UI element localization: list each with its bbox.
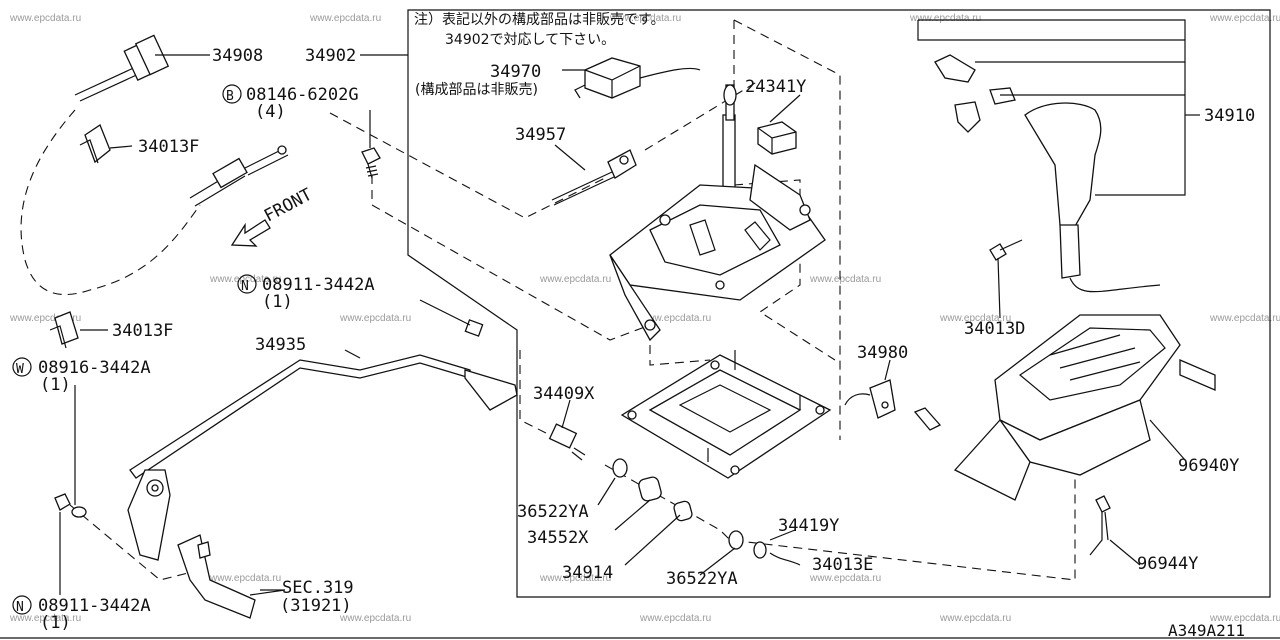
watermark-text: www.epcdata.ru (939, 613, 1011, 624)
rod-34957 (551, 144, 637, 206)
switch-34970 (562, 57, 701, 99)
switch-34409X (548, 399, 586, 461)
watermark-text: www.epcdata.ru (209, 274, 281, 285)
front-label: FRONT (261, 185, 316, 227)
leader-lines (155, 54, 408, 591)
clip-34013E (769, 552, 801, 566)
watermark-text: www.epcdata.ru (809, 573, 881, 584)
watermark-text: www.epcdata.ru (9, 613, 81, 624)
assembly-guide-lines (69, 19, 1076, 581)
part-labels: 34908 34902 B 08146-6202G (4) 34013F N 0… (12, 46, 1255, 640)
callout-circle-n-bot (12, 595, 32, 615)
front-arrow: FRONT (230, 185, 316, 247)
label-08916: 08916-3442A (38, 358, 151, 378)
clip-96944Y (1089, 495, 1141, 566)
nut-and-washer-left (54, 385, 87, 595)
watermark-text: www.epcdata.ru (639, 613, 711, 624)
knob-assembly-34910 (917, 19, 1200, 319)
watermark-text: www.epcdata.ru (9, 313, 81, 324)
label-34419Y: 34419Y (778, 516, 839, 536)
label-34409X: 34409X (533, 384, 595, 404)
callout-circle-w (12, 357, 32, 377)
label-34908: 34908 (212, 46, 263, 66)
bracket-34980 (844, 359, 942, 431)
bolt-08146 (361, 110, 381, 179)
label-96944Y: 96944Y (1137, 554, 1198, 574)
label-34957: 34957 (515, 125, 566, 145)
label-36522YA-a: 36522YA (517, 502, 589, 522)
clip-34013F-top (79, 124, 133, 164)
label-08911-top-qty: (1) (262, 292, 293, 312)
label-34013D: 34013D (964, 319, 1025, 339)
label-34013F-mid: 34013F (112, 321, 173, 341)
shift-cable-assembly (20, 34, 289, 296)
clip-34013F-mid (49, 311, 108, 349)
label-sec-ref: (31921) (280, 596, 352, 616)
watermark-text: www.epcdata.ru (1209, 613, 1280, 624)
label-08911-bot-qty: (1) (40, 613, 71, 633)
label-08911-top: 08911-3442A (262, 275, 375, 295)
label-34980: 34980 (857, 343, 908, 363)
watermark-text: www.epcdata.ru (209, 573, 281, 584)
diagram-code: A349A211 (1168, 621, 1245, 640)
label-36522YA-b: 36522YA (666, 569, 738, 589)
label-34910: 34910 (1204, 106, 1255, 126)
label-08146: 08146-6202G (246, 85, 359, 105)
label-34902: 34902 (305, 46, 356, 66)
washer-36522YA-a (612, 458, 628, 478)
washer-36522YA-b (728, 530, 744, 550)
pad-24341Y (757, 94, 801, 155)
watermark-text: www.epcdata.ru (1209, 13, 1280, 24)
note-line-1: 注）表記以外の構成部品は非販売です。 (414, 11, 665, 28)
watermark-text: www.epcdata.ru (609, 13, 681, 24)
selector-lever-assembly (609, 84, 826, 342)
label-24341Y: 24341Y (745, 77, 806, 97)
watermarks: www.epcdata.ru www.epcdata.ru www.epcdat… (9, 13, 1280, 624)
watermark-text: www.epcdata.ru (809, 274, 881, 285)
label-34552X: 34552X (527, 528, 589, 548)
watermark-text: www.epcdata.ru (939, 313, 1011, 324)
label-34013F-top: 34013F (138, 137, 199, 157)
watermark-text: www.epcdata.ru (339, 313, 411, 324)
callout-letter-n-top: N (241, 279, 249, 294)
label-08916-qty: (1) (40, 375, 71, 395)
watermark-text: www.epcdata.ru (539, 573, 611, 584)
label-96940Y: 96940Y (1178, 456, 1239, 476)
watermark-text: www.epcdata.ru (639, 313, 711, 324)
small-parts (597, 458, 801, 576)
callout-circle-b (222, 84, 242, 104)
label-34970: 34970 (490, 62, 541, 82)
label-sec-319: SEC.319 (282, 578, 354, 598)
label-34013E: 34013E (812, 555, 873, 575)
callout-letter-w: W (16, 362, 24, 377)
watermark-text: www.epcdata.ru (309, 13, 381, 24)
label-34935: 34935 (255, 335, 306, 355)
base-plate (620, 350, 832, 479)
label-08146-qty: (4) (255, 102, 286, 122)
console-96940Y (953, 314, 1216, 501)
watermark-text: www.epcdata.ru (909, 13, 981, 24)
watermark-text: www.epcdata.ru (339, 613, 411, 624)
callout-letter-n-bot: N (16, 600, 24, 615)
bushing-34552X (638, 476, 662, 502)
callout-letter-b: B (226, 89, 234, 104)
watermark-text: www.epcdata.ru (539, 274, 611, 285)
note-line-2: 34902で対応して下さい。 (445, 32, 615, 48)
label-34970-note: (構成部品は非販売) (415, 82, 538, 98)
control-rod-34935 (127, 299, 518, 619)
label-08911-bot: 08911-3442A (38, 596, 151, 616)
watermark-text: www.epcdata.ru (1209, 313, 1280, 324)
callout-circle-n-top (237, 274, 257, 294)
assembly-boundary (407, 9, 1271, 598)
watermark-text: www.epcdata.ru (9, 13, 81, 24)
washer-34419Y (753, 541, 767, 559)
label-34914: 34914 (562, 563, 613, 583)
